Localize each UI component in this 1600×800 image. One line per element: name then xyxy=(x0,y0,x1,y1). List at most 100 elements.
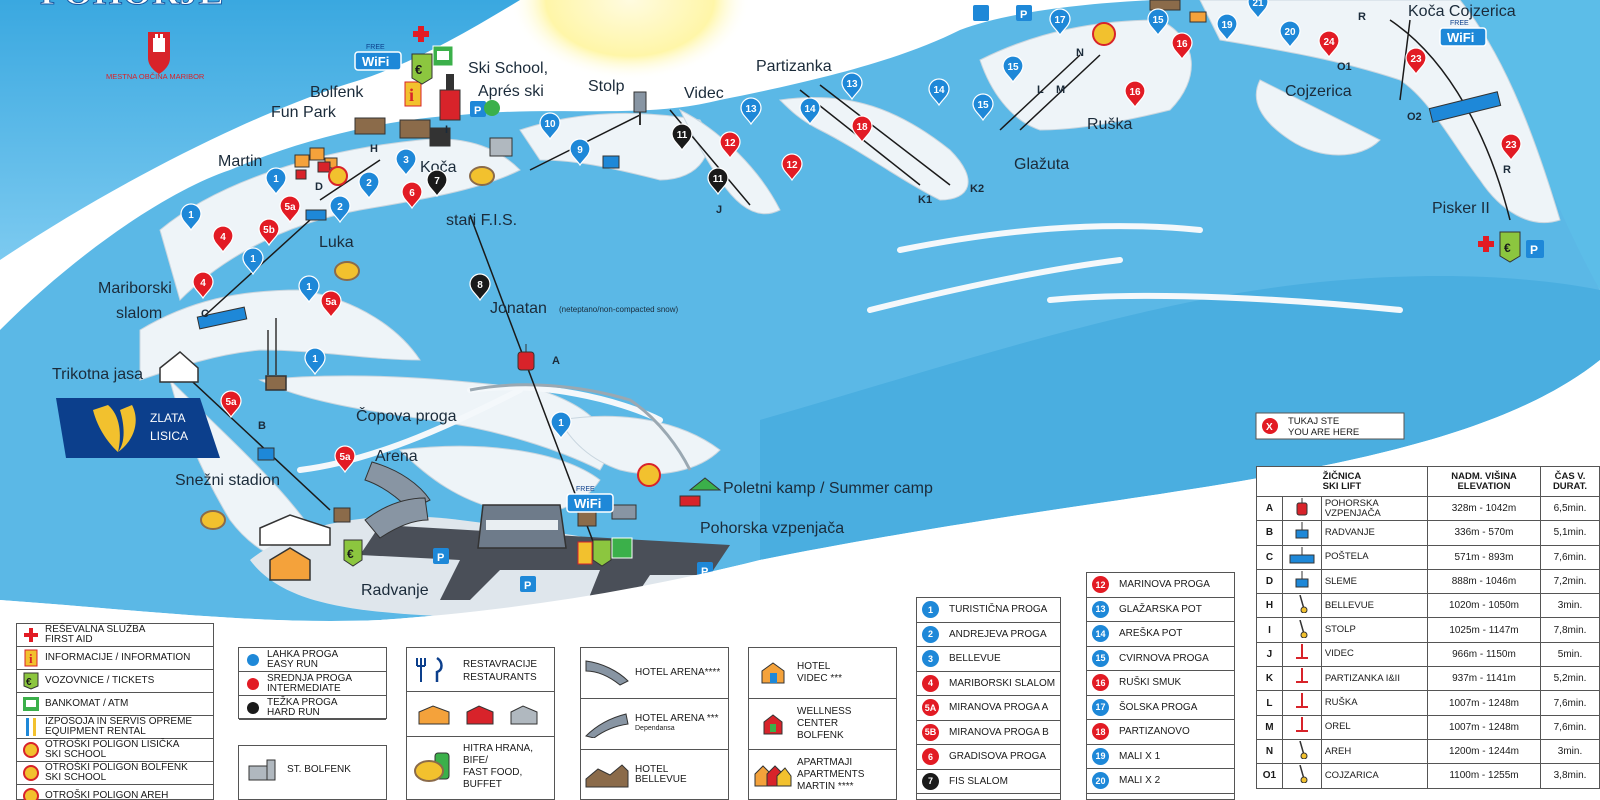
lift-duration: 5,2min. xyxy=(1540,666,1600,692)
ski-rental-icon xyxy=(17,717,45,737)
lift-letter-o2: O2 xyxy=(1407,111,1422,123)
legend-service-label: OTROŠKI POLIGON BOLFENK SKI SCHOOL xyxy=(45,762,188,783)
legend-service-label: INFORMACIJE / INFORMATION xyxy=(45,652,191,663)
label-bolfenk: Bolfenk xyxy=(310,84,364,101)
run-marker-11: 11 xyxy=(707,167,729,196)
church-icon xyxy=(248,759,276,781)
dur-header: ČAS V. DURAT. xyxy=(1540,466,1600,497)
info-icon: i xyxy=(17,649,45,667)
run-marker-number: 9 xyxy=(577,145,583,156)
lift-name: POŠTELA xyxy=(1320,544,1428,570)
run-name: FIS SLALOM xyxy=(949,775,1008,787)
lift-line-l xyxy=(999,54,1081,131)
legend-difficulty-label: TEŽKA PROGA HARD RUN xyxy=(267,696,338,718)
hotel-building-icon xyxy=(581,708,631,741)
lift-id: B xyxy=(1256,520,1283,546)
lift-elevation: 937m - 1141m xyxy=(1426,666,1542,692)
label-radvanje: Radvanje xyxy=(361,582,429,599)
run-name: MIRANOVA PROGA B xyxy=(949,726,1049,738)
legend-service-row: i INFORMACIJE / INFORMATION xyxy=(17,647,213,670)
run-marker-6: 6 xyxy=(401,181,423,210)
lift-duration: 7,8min. xyxy=(1540,617,1600,643)
lift-duration: 5,1min. xyxy=(1540,520,1600,546)
lift-duration: 3min. xyxy=(1540,593,1600,619)
gondola-icon xyxy=(1281,495,1322,522)
lift-line-b xyxy=(179,369,331,511)
legend-service-row: OTROŠKI POLIGON AREH xyxy=(17,785,213,800)
lift-elevation: 1100m - 1255m xyxy=(1426,763,1542,789)
lift-table: ŽIČNICA SKI LIFT NADM. VIŠINA ELEVATION … xyxy=(1256,466,1600,789)
label-partizanka: Partizanka xyxy=(756,58,832,75)
label-stolp: Stolp xyxy=(588,78,625,95)
lift-line-d xyxy=(319,159,381,201)
lift-elevation: 1020m - 1050m xyxy=(1426,593,1542,619)
run-marker-18: 18 xyxy=(851,115,873,144)
run-marker-3: 3 xyxy=(395,148,417,177)
label-glazuta: Glažuta xyxy=(1014,156,1069,173)
run-marker-number: 4 xyxy=(200,278,206,289)
legend-hotel2-label: APARTMAJI APARTMENTS MARTIN **** xyxy=(797,757,865,792)
run-marker-11: 11 xyxy=(671,123,693,152)
run-marker-number: 11 xyxy=(713,174,724,185)
run-number-badge: 16 xyxy=(1092,674,1109,692)
legend-restaurants-label: RESTAVRACIJE RESTAURANTS xyxy=(463,659,538,683)
difficulty-dot-icon xyxy=(247,701,259,714)
svg-text:€: € xyxy=(347,547,354,561)
run-name: ŠOLSKA PROGA xyxy=(1119,701,1198,713)
lift-id: D xyxy=(1256,568,1283,595)
run-marker-number: 16 xyxy=(1176,39,1188,50)
legend-difficulty-row: TEŽKA PROGA HARD RUN xyxy=(239,696,386,720)
lift-id: A xyxy=(1256,495,1283,522)
run-marker-5b: 5b xyxy=(258,218,280,247)
hotel-building-icon xyxy=(749,762,797,788)
run-marker-1: 1 xyxy=(550,411,572,440)
lift-name: RADVANJE xyxy=(1320,520,1428,546)
run-number-badge: 5a xyxy=(922,699,939,717)
legend-service-label: OTROŠKI POLIGON AREH xyxy=(45,790,169,800)
label-pisker-ii: Pisker II xyxy=(1432,200,1490,217)
run-number-badge: 17 xyxy=(1092,698,1109,716)
elev-header: NADM. VIŠINA ELEVATION xyxy=(1426,466,1542,497)
run-marker-number: 6 xyxy=(409,188,415,199)
legend-fast-food-label: HITRA HRANA, BIFE/ FAST FOOD, BUFFET xyxy=(463,743,534,790)
label-copova-proga: Čopova proga xyxy=(356,406,457,425)
lift-letter-k2: K2 xyxy=(970,183,984,195)
run-number-badge: 20 xyxy=(1092,772,1109,790)
run-marker-1: 1 xyxy=(298,275,320,304)
legend-service-label: BANKOMAT / ATM xyxy=(45,698,129,709)
run-marker-2: 2 xyxy=(358,171,380,200)
run-number-badge: 18 xyxy=(1092,723,1109,741)
legend-service-label: VOZOVNICE / TICKETS xyxy=(45,675,155,686)
run-number-badge: 19 xyxy=(1092,747,1109,765)
run-marker-12: 12 xyxy=(719,131,741,160)
t-bar-icon xyxy=(1281,714,1322,740)
sun-icon xyxy=(17,741,45,759)
svg-text:i: i xyxy=(29,651,33,666)
lift-name: RUŠKA xyxy=(1320,690,1428,716)
lift-duration: 3min. xyxy=(1540,738,1600,765)
lift-duration: 6,5min. xyxy=(1540,495,1600,522)
run-marker-12: 12 xyxy=(781,153,803,182)
svg-text:P: P xyxy=(701,566,708,578)
lift-id: H xyxy=(1256,593,1283,619)
label-slalom: slalom xyxy=(116,305,162,322)
lift-letter-l: L xyxy=(1037,84,1044,96)
legend-service-row: REŠEVALNA SLUŽBA FIRST AID xyxy=(17,624,213,647)
legend-hotels: HOTEL ARENA****HOTEL ARENA ***Dependansa… xyxy=(580,647,729,800)
run-name: TURISTIČNA PROGA xyxy=(949,604,1048,616)
svg-text:P: P xyxy=(1530,243,1538,257)
pisker-services: € P xyxy=(1478,231,1544,263)
first-aid-icon xyxy=(17,627,45,643)
lift-name: COJZARICA xyxy=(1320,763,1428,789)
chairlift-6-icon xyxy=(1281,544,1322,570)
